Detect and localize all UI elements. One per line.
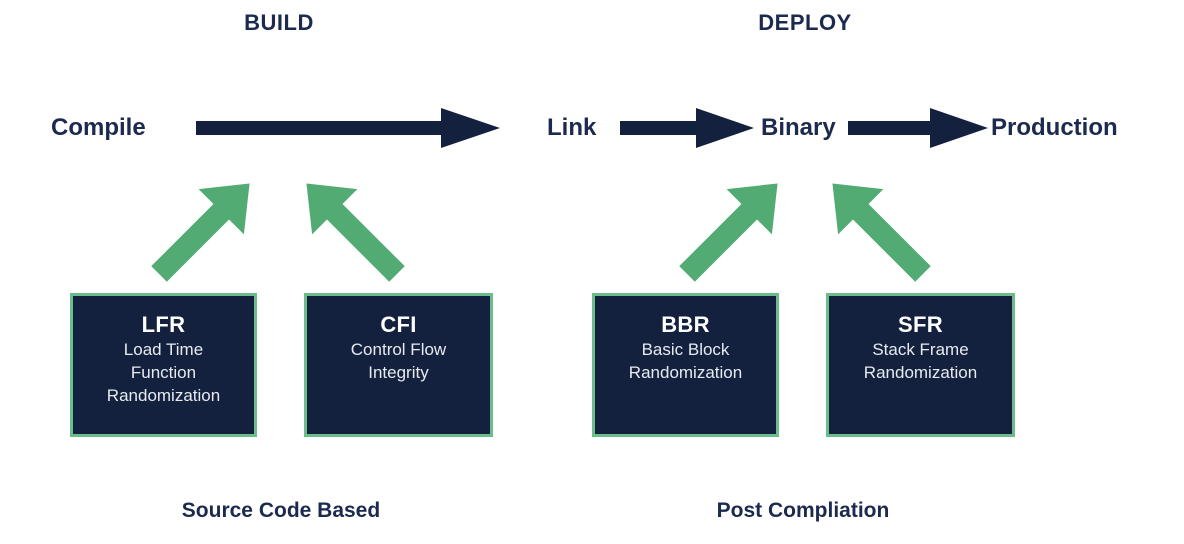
- pipeline-node-production: Production: [991, 114, 1118, 141]
- mitigation-arrow-up-left-icon-sfr: [832, 183, 931, 282]
- mitigation-arrow-up-left-icon-cfi: [306, 183, 405, 282]
- stage-header-build: BUILD: [244, 10, 314, 35]
- mitigation-arrow-up-right-icon-lfr: [151, 183, 250, 282]
- mitigation-acronym-cfi: CFI: [380, 312, 417, 337]
- mitigation-box-cfi[interactable]: CFI Control Flow Integrity: [304, 293, 493, 437]
- mitigation-arrow-up-right-icon-bbr: [679, 183, 778, 282]
- flow-arrow-right-icon-compile-to-link: [196, 108, 500, 148]
- flow-arrow-right-icon-link-to-binary: [620, 108, 754, 148]
- pipeline-node-compile: Compile: [51, 114, 146, 141]
- mitigation-expansion-sfr: Stack Frame Randomization: [863, 340, 978, 382]
- mitigation-acronym-sfr: SFR: [898, 312, 943, 337]
- mitigation-box-sfr[interactable]: SFR Stack Frame Randomization: [826, 293, 1015, 437]
- category-caption-post-compliation: Post Compliation: [716, 499, 890, 522]
- mitigation-expansion-lfr: Load Time Function Randomization: [106, 340, 221, 405]
- pipeline-node-link: Link: [547, 114, 597, 141]
- mitigation-acronym-bbr: BBR: [661, 312, 710, 337]
- mitigation-expansion-cfi: Control Flow Integrity: [350, 340, 447, 382]
- mitigation-expansion-bbr: Basic Block Randomization: [628, 340, 743, 382]
- category-caption-source-code-based: Source Code Based: [181, 499, 381, 522]
- flow-arrow-right-icon-binary-to-production: [848, 108, 988, 148]
- stage-header-deploy: DEPLOY: [758, 10, 852, 35]
- mitigation-box-lfr[interactable]: LFR Load Time Function Randomization: [70, 293, 257, 437]
- mitigation-acronym-lfr: LFR: [141, 312, 186, 337]
- pipeline-node-binary: Binary: [761, 114, 836, 141]
- mitigation-box-bbr[interactable]: BBR Basic Block Randomization: [592, 293, 779, 437]
